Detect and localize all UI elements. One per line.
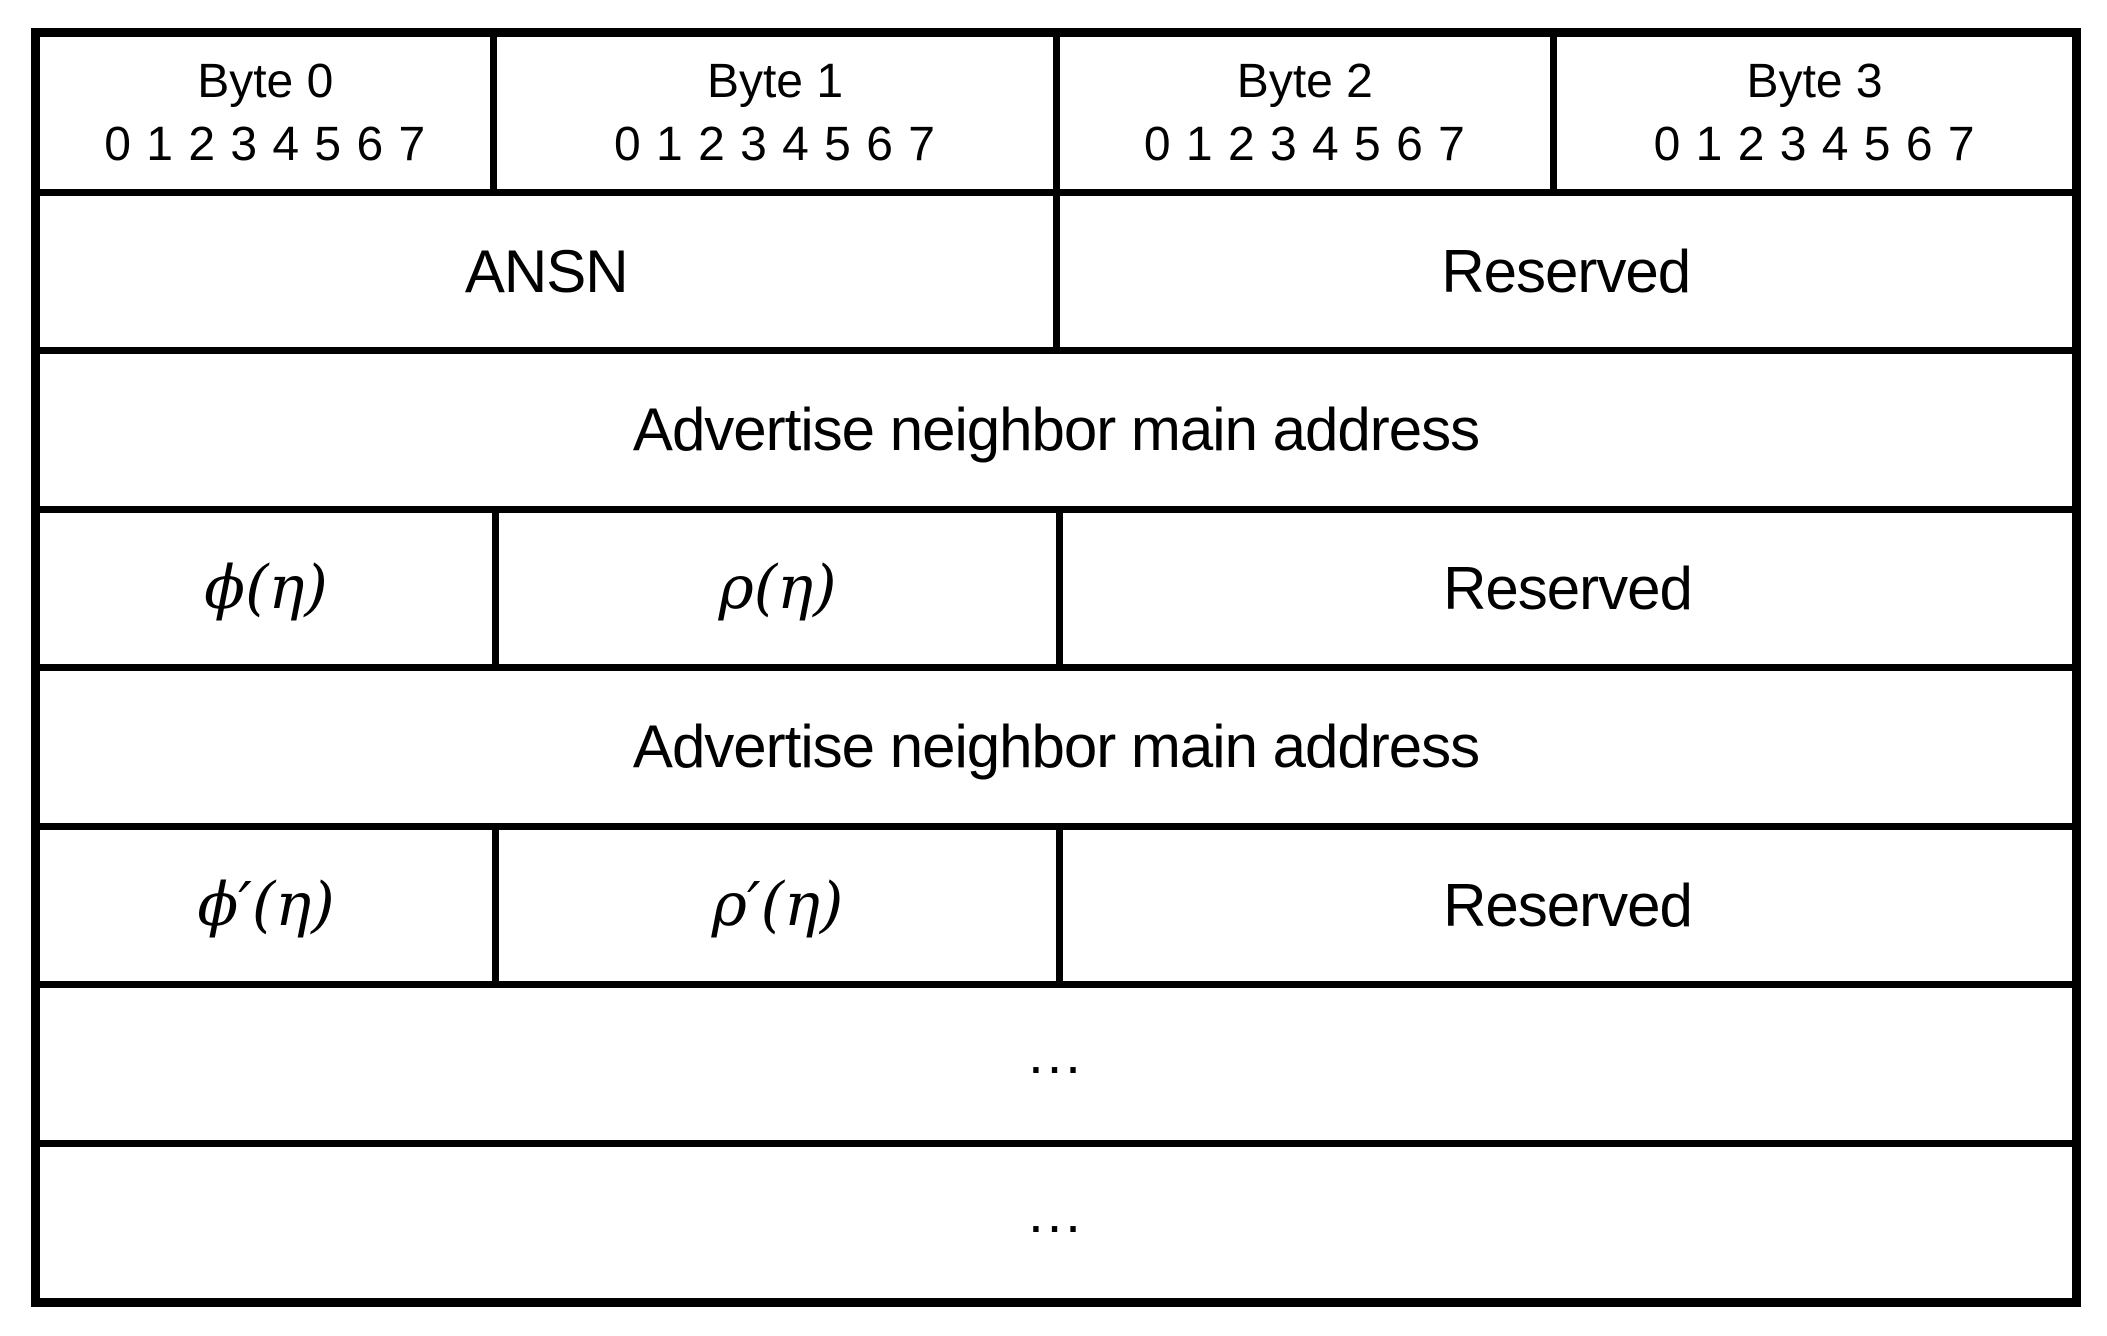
byte3-label: Byte 3 [1746, 54, 1883, 108]
ansn-field: ANSN [40, 195, 1053, 347]
reserved-field-1: Reserved [1059, 195, 2072, 347]
byte1-bit-numbers: 0 1 2 3 4 5 6 7 [614, 117, 936, 171]
byte0-label: Byte 0 [197, 54, 334, 108]
metrics-row-1: ϕ(η) ρ(η) Reserved [40, 512, 2072, 664]
neighbor-address-field-2: Advertise neighbor main address [40, 671, 2072, 823]
neighbor-address-field-1: Advertise neighbor main address [40, 354, 2072, 506]
phi-eta-label: ϕ(η) [204, 553, 328, 624]
reserved-label-2: Reserved [1443, 554, 1693, 622]
reserved-label-3: Reserved [1443, 871, 1693, 939]
ellipsis-label-2: ... [1028, 1180, 1084, 1244]
neighbor-address-label-2: Advertise neighbor main address [632, 713, 1480, 781]
rho-eta-field: ρ(η) [499, 512, 1056, 664]
metrics-row-2: ϕ′(η) ρ′(η) Reserved [40, 829, 2072, 981]
phi-prime-eta-label: ϕ′(η) [197, 870, 335, 941]
ellipsis-row-1: ... [40, 988, 2072, 1140]
rho-eta-label: ρ(η) [718, 553, 837, 624]
byte3-bit-numbers: 0 1 2 3 4 5 6 7 [1653, 117, 1976, 171]
ansn-label: ANSN [464, 237, 629, 305]
ellipsis-row-2: ... [40, 1146, 2072, 1298]
byte3-header-cell: Byte 3 0 1 2 3 4 5 6 7 [1557, 37, 2072, 189]
phi-prime-eta-field: ϕ′(η) [40, 829, 493, 981]
header-row: Byte 0 0 1 2 3 4 5 6 7 Byte 1 0 1 2 3 4 … [40, 37, 2072, 189]
reserved-label-1: Reserved [1441, 237, 1691, 305]
ansn-row: ANSN Reserved [40, 195, 2072, 347]
reserved-field-2: Reserved [1063, 512, 2072, 664]
byte1-header-cell: Byte 1 0 1 2 3 4 5 6 7 [497, 37, 1053, 189]
byte2-header-cell: Byte 2 0 1 2 3 4 5 6 7 [1059, 37, 1551, 189]
ellipsis-field-1: ... [40, 988, 2072, 1140]
byte2-label: Byte 2 [1236, 54, 1373, 108]
byte0-header-cell: Byte 0 0 1 2 3 4 5 6 7 [40, 37, 491, 189]
neighbor-address-label-1: Advertise neighbor main address [632, 396, 1480, 464]
phi-eta-field: ϕ(η) [40, 512, 493, 664]
ellipsis-field-2: ... [40, 1146, 2072, 1298]
byte0-bit-numbers: 0 1 2 3 4 5 6 7 [104, 117, 427, 171]
ellipsis-label-1: ... [1028, 1022, 1084, 1086]
byte2-bit-numbers: 0 1 2 3 4 5 6 7 [1143, 117, 1466, 171]
diagram-table: Byte 0 0 1 2 3 4 5 6 7 Byte 1 0 1 2 3 4 … [31, 28, 2081, 1307]
neighbor-address-row-2: Advertise neighbor main address [40, 671, 2072, 823]
neighbor-address-row-1: Advertise neighbor main address [40, 354, 2072, 506]
rho-prime-eta-label: ρ′(η) [711, 870, 844, 941]
rho-prime-eta-field: ρ′(η) [499, 829, 1056, 981]
reserved-field-3: Reserved [1063, 829, 2072, 981]
byte1-label: Byte 1 [706, 54, 844, 108]
